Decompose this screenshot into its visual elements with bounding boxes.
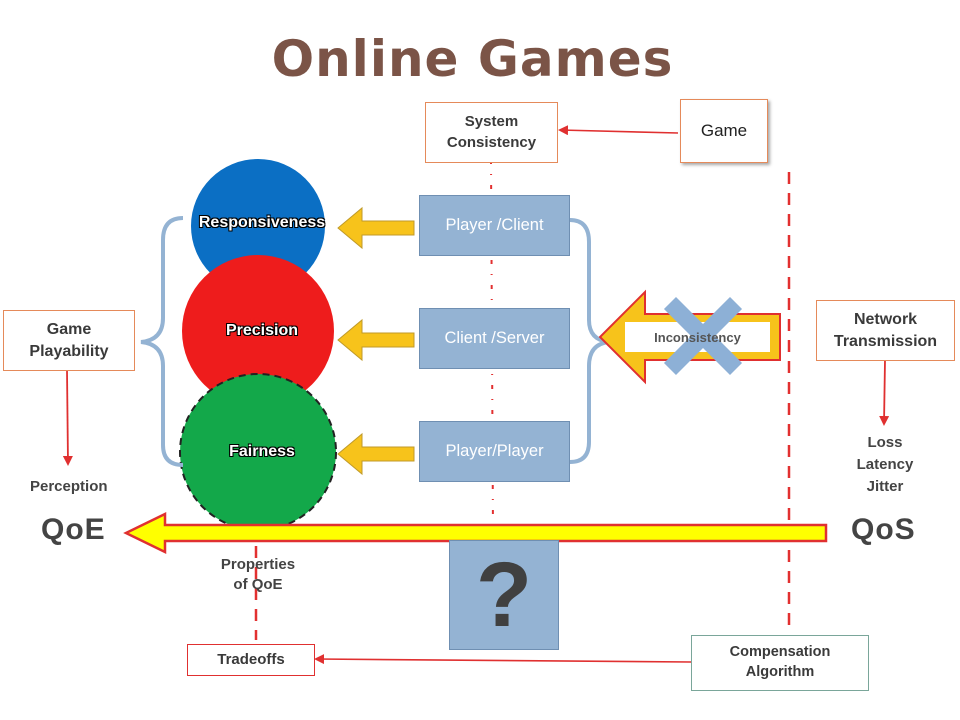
player-player-box: Player/Player: [419, 421, 570, 482]
qoe-label: QoE: [41, 513, 106, 546]
arrow-playability-to-perception: [62, 369, 73, 466]
qos-label: QoS: [851, 513, 916, 546]
yellow-arrow-fairness: [337, 432, 415, 476]
page-title: Online Games: [271, 30, 674, 88]
compensation-algorithm-box: Compensation Algorithm: [691, 635, 869, 691]
yellow-arrow-precision: [337, 318, 415, 362]
arrow-network-to-metrics: [879, 359, 890, 426]
system-consistency-box: System Consistency: [425, 102, 558, 163]
yellow-arrow-responsiveness: [337, 206, 415, 250]
circle-precision: [182, 255, 334, 407]
inconsistency-label: Inconsistency: [654, 329, 741, 345]
circle-responsiveness: [191, 159, 325, 293]
arrow-game-to-consistency: [558, 125, 679, 136]
jitter-label: Jitter: [866, 478, 904, 495]
arrow-compensation-to-tradeoffs: [314, 654, 692, 665]
precision-label: Precision: [225, 322, 299, 339]
qos-to-qoe-arrow: [123, 512, 828, 554]
game-box: Game: [680, 99, 768, 163]
brace-left: [140, 216, 184, 467]
game-playability-box: Game Playability: [3, 310, 135, 371]
properties-of-qoe-label: Properties of QoE: [220, 556, 296, 594]
network-transmission-box: Network Transmission: [816, 300, 955, 361]
question-mark-box: ?: [449, 540, 559, 650]
cross-icon: [663, 296, 743, 376]
player-client-box: Player /Client: [419, 195, 570, 256]
tradeoffs-box: Tradeoffs: [187, 644, 315, 676]
latency-label: Latency: [856, 456, 914, 473]
responsiveness-label: Responsiveness: [198, 214, 326, 231]
fairness-label: Fairness: [229, 443, 295, 460]
perception-label: Perception: [30, 478, 108, 495]
client-server-box: Client /Server: [419, 308, 570, 369]
loss-label: Loss: [867, 434, 903, 451]
